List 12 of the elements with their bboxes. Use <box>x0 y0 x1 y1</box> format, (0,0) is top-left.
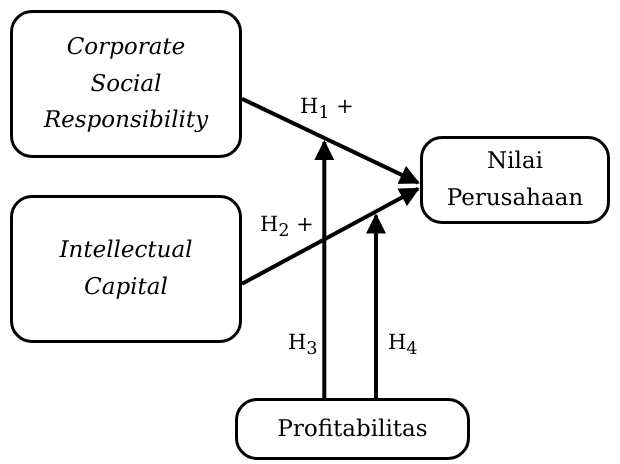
node-label: Corporate Social Responsibility <box>42 32 210 136</box>
arrow <box>241 187 420 286</box>
construct-box <box>10 195 242 343</box>
construct-box <box>10 10 242 158</box>
outcome-box <box>420 136 610 224</box>
node-label: Nilai Perusahaan <box>446 147 584 213</box>
arrow <box>314 140 334 398</box>
node-label: Intellectual Capital <box>58 236 194 302</box>
arrow <box>241 97 420 184</box>
node-label: Profitabilitas <box>277 414 428 444</box>
moderator-box <box>235 398 470 460</box>
arrow <box>366 213 386 398</box>
